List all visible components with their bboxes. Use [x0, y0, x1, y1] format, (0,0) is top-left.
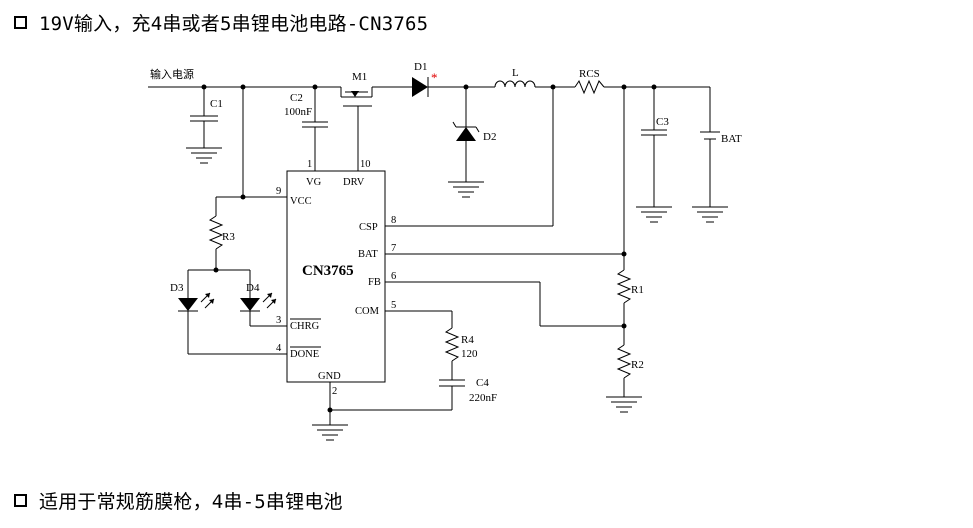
c4-value: 220nF: [469, 392, 497, 404]
led-d3: D3: [170, 270, 287, 355]
resistor-r2: R2: [606, 344, 644, 413]
d4-label: D4: [246, 282, 260, 294]
m1-label: M1: [352, 71, 367, 83]
c3-label: C3: [656, 116, 669, 128]
pin-csp-label: CSP: [359, 222, 378, 233]
pin-4-number: 4: [276, 343, 282, 354]
rcs-label: RCS: [579, 68, 600, 80]
heading-subtitle: 适用于常规筋膜枪，4串-5串锂电池: [10, 487, 343, 514]
pin-1-number: 1: [307, 159, 312, 170]
inductor-l: L: [494, 67, 575, 90]
pin-10-number: 10: [360, 159, 371, 170]
pin-2-number: 2: [332, 386, 337, 397]
resistor-rcs: RCS: [574, 68, 710, 95]
r4-value: 120: [461, 348, 478, 360]
diode-d1: D1 *: [412, 61, 495, 97]
d3-label: D3: [170, 282, 184, 294]
r2-label: R2: [631, 359, 644, 371]
led-d4: D4: [240, 270, 287, 327]
input-rail: 输入电源: [148, 67, 341, 90]
pin-5-number: 5: [391, 300, 396, 311]
pin-chrg-label: CHRG: [290, 321, 320, 332]
mosfet-m1: M1: [340, 71, 412, 171]
capacitor-c1: C1: [186, 87, 223, 164]
pin-6-number: 6: [391, 271, 396, 282]
resistor-r1: R1: [616, 269, 644, 345]
pin-8-number: 8: [391, 215, 396, 226]
square-bullet-icon: [14, 494, 27, 507]
chip-name: CN3765: [302, 263, 354, 279]
pin-9-number: 9: [276, 186, 281, 197]
chip-cn3765: CN3765 VG 1 DRV 10 VCC 9 CSP 8 BAT 7 FB …: [276, 159, 396, 397]
square-bullet-icon: [14, 16, 27, 29]
pin-com-label: COM: [355, 306, 380, 317]
pin-gnd-label: GND: [318, 371, 341, 382]
pin-vcc-label: VCC: [290, 196, 312, 207]
battery-bat: BAT: [692, 87, 742, 223]
pin-drv-label: DRV: [343, 177, 365, 188]
c2-label: C2: [290, 92, 303, 104]
r3-label: R3: [222, 231, 235, 243]
input-power-label: 输入电源: [150, 67, 194, 81]
r4-label: R4: [461, 334, 474, 346]
pin-3-number: 3: [276, 315, 281, 326]
capacitor-c3: C3: [636, 87, 672, 223]
pin-fb-label: FB: [368, 277, 381, 288]
pin-vg-label: VG: [306, 177, 322, 188]
battery-sense-line: [621, 87, 627, 270]
bat-label: BAT: [721, 133, 742, 145]
d1-label: D1: [414, 61, 427, 73]
chip-wiring: [312, 87, 624, 441]
pin-7-number: 7: [391, 243, 396, 254]
vcc-bus: [216, 87, 287, 200]
heading-subtitle-text: 适用于常规筋膜枪，4串-5串锂电池: [39, 491, 343, 513]
c2-value: 100nF: [284, 106, 312, 118]
c1-label: C1: [210, 98, 223, 110]
capacitor-c2: C2 100nF: [284, 87, 328, 171]
d2-label: D2: [483, 131, 496, 143]
pin-done-label: DONE: [290, 349, 319, 360]
pin-bat-label: BAT: [358, 249, 378, 260]
capacitor-c4: C4 220nF: [439, 377, 497, 410]
resistor-r4: R4 120: [444, 327, 478, 380]
resistor-r3: R3: [188, 197, 250, 273]
diode-d2: D2: [448, 87, 496, 198]
c4-label: C4: [476, 377, 489, 389]
l-label: L: [512, 67, 519, 79]
heading-title-text: 19V输入，充4串或者5串锂电池电路-CN3765: [39, 13, 429, 35]
d1-marker: *: [431, 70, 438, 85]
heading-title: 19V输入，充4串或者5串锂电池电路-CN3765: [10, 9, 428, 36]
r1-label: R1: [631, 284, 644, 296]
